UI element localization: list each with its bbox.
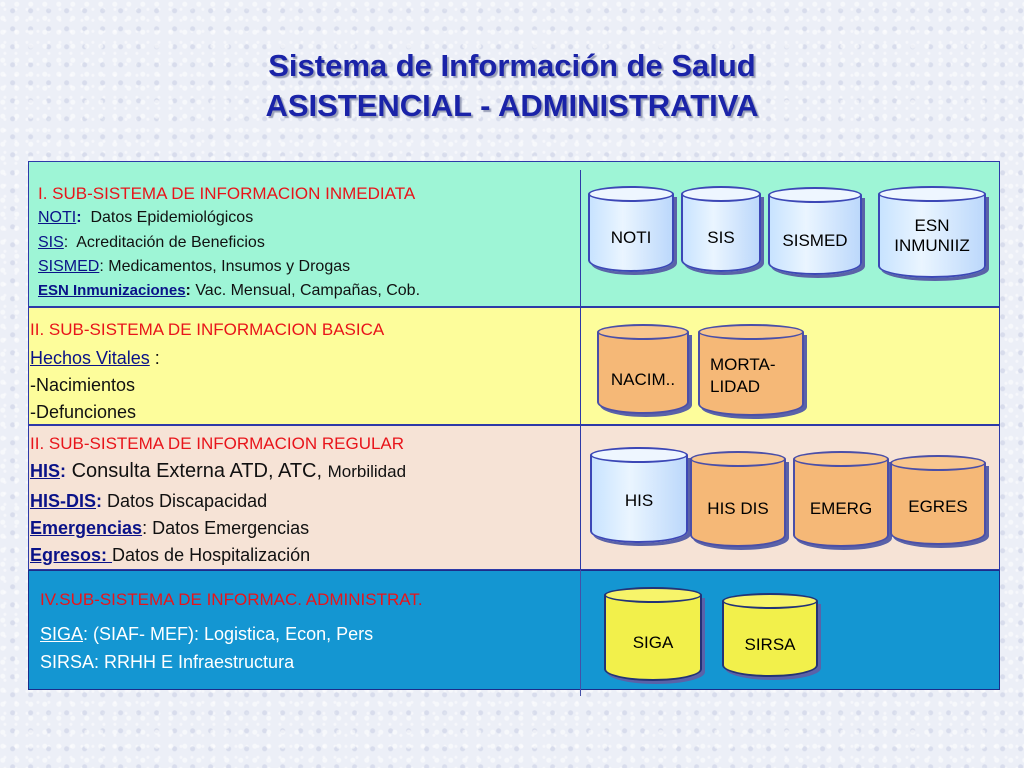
section-3-line-emergencias: Emergencias: Datos Emergencias [30,518,309,539]
section-1-line-esn: ESN Inmunizaciones: Vac. Mensual, Campañ… [38,282,420,300]
line-sep: : [76,209,82,226]
line-label: HIS-DIS [30,491,97,511]
section-3-line-egresos: Egresos: Datos de Hospitalización [30,545,310,566]
section-2-line-defunciones: -Defunciones [30,402,137,422]
database-label: EGRES [908,497,968,516]
line-label: Hechos Vitales [30,348,150,368]
line-text: Datos de Hospitalización [112,545,311,565]
line-text: Datos Emergencias [147,518,310,538]
line-sep: : [185,282,191,299]
database-emerg: EMERG [793,451,889,547]
database-siga: SIGA [604,587,702,681]
database-label: SIRSA [744,635,796,654]
section-4-heading: IV.SUB-SISTEMA DE INFORMAC. ADMINISTRAT. [40,590,423,609]
line-text: Medicamentos, Insumos y Drogas [103,258,351,275]
line-label: HIS [30,461,61,481]
line-label: Egresos: [30,545,113,565]
database-label: HIS [624,491,654,510]
line-label: Emergencias [30,518,143,538]
column-divider-admin [580,570,581,696]
title-line-1: Sistema de Información de Salud [268,48,756,83]
section-2-line-nacimientos: -Nacimientos [30,375,136,395]
section-3-heading: II. SUB-SISTEMA DE INFORMACION REGULAR [30,434,405,453]
database-label: NACIM.. [610,370,676,389]
column-divider [580,170,581,570]
line-sep: : [63,234,69,251]
database-his-dis: HIS DIS [690,451,786,547]
section-1-line-noti: NOTI: Datos Epidemiológicos [38,209,253,227]
section-2-line-vitales: Hechos Vitales : [30,348,160,369]
database-nacim: NACIM.. [597,324,689,414]
database-sirsa: SIRSA [722,593,818,677]
database-sis: SIS [681,186,761,272]
database-label: NOTI [610,228,652,247]
section-basic [28,307,1000,425]
section-1-line-sismed: SISMED: Medicamentos, Insumos y Drogas [38,258,350,276]
line-text: Datos Epidemiológicos [81,209,254,226]
section-3-line-his: HIS: Consulta Externa ATD, ATC, Morbilid… [30,460,406,483]
database-his: HIS [590,447,688,543]
line-sep: : [96,491,103,511]
database-label: HIS DIS [707,499,769,518]
line-sep: : [60,461,67,481]
database-esn: ESN INMUNIIZ [878,186,986,278]
section-1-line-sis: SIS: Acreditación de Beneficios [38,234,265,252]
line-text: Consulta Externa ATD, ATC, [66,460,328,482]
database-sismed: SISMED [768,187,862,275]
database-label: MORTA-LIDAD [710,355,776,396]
section-4-line-siga: SIGA: (SIAF- MEF): Logistica, Econ, Pers [40,624,373,645]
line-text: (SIAF- MEF): Logistica, Econ, Pers [93,624,374,644]
database-label: SIS [707,228,735,247]
line-label: SIGA [40,624,84,644]
database-label: SISMED [782,231,848,250]
line-label: SIS [38,234,64,251]
database-label: EMERG [809,499,873,518]
line-text: Datos Discapacidad [102,491,268,511]
database-label: ESN INMUNIIZ [894,216,970,255]
line-sep: : [142,518,148,538]
line-sep: : [149,348,160,368]
title-line-2: ASISTENCIAL - ADMINISTRATIVA [265,88,759,123]
line-label: SISMED [38,258,100,275]
line-text: Acreditación de Beneficios [68,234,265,251]
line-label: NOTI [38,209,77,226]
section-1-heading: I. SUB-SISTEMA DE INFORMACION INMEDIATA [38,184,416,203]
section-3-line-hisdis: HIS-DIS: Datos Discapacidad [30,491,267,512]
section-administrative [28,570,1000,690]
line-text: Vac. Mensual, Campañas, Cob. [190,282,421,299]
database-noti: NOTI [588,186,674,272]
section-2-heading: II. SUB-SISTEMA DE INFORMACION BASICA [30,320,385,339]
database-mortalidad: MORTA-LIDAD [698,324,804,416]
line-sep: : [99,258,104,275]
database-label: SIGA [632,633,674,652]
line-extra: Morbilidad [327,462,407,481]
section-4-line-sirsa: SIRSA: RRHH E Infraestructura [40,652,295,672]
database-egres: EGRES [890,455,986,545]
line-label: ESN Inmunizaciones [38,282,186,299]
line-sep: : [83,624,94,644]
